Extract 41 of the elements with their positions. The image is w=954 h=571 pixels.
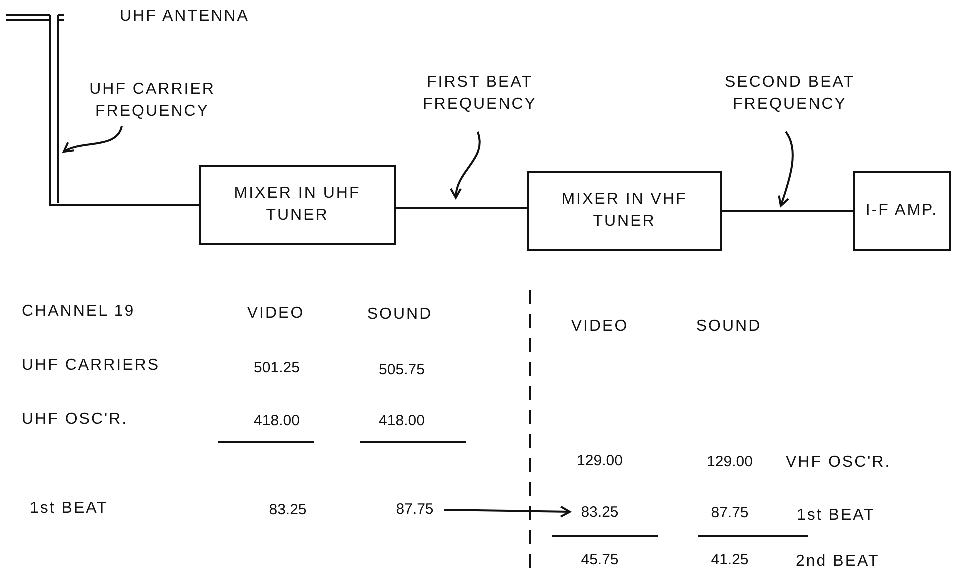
table-label: VHF OSC'R.: [786, 454, 892, 472]
table-label: 1st BEAT: [30, 500, 108, 518]
connector-line: [722, 210, 853, 212]
leader-arrow: [778, 131, 794, 207]
leader-arrow: [450, 132, 481, 199]
table-label: UHF OSC'R.: [22, 411, 128, 429]
connector-line: [49, 25, 200, 206]
table-value: 87.75: [390, 499, 440, 521]
table-label: VIDEO: [571, 318, 629, 336]
callout-text: SECOND BEAT FREQUENCY: [705, 58, 875, 130]
block-box: [527, 171, 722, 251]
table-value: 41.25: [711, 552, 749, 568]
table-value: 87.75: [711, 504, 749, 522]
leader-arrow: [63, 126, 123, 153]
connector-line: [396, 207, 527, 209]
table-label: 2nd BEAT: [796, 553, 880, 571]
callout-text: FIRST BEAT FREQUENCY: [400, 58, 560, 130]
table-value: 45.75: [581, 552, 619, 568]
block-box: [199, 165, 396, 245]
table-label: 1st BEAT: [797, 507, 876, 525]
callout-text: UHF CARRIER FREQUENCY: [60, 78, 245, 124]
table-value: 83.25: [269, 502, 307, 518]
block-label: MIXER IN UHF TUNER: [233, 184, 362, 226]
arrow: [444, 506, 571, 518]
table-value: 129.00: [577, 452, 623, 470]
block-label: MIXER IN VHF TUNER: [560, 190, 688, 232]
antenna-drawing: [6, 12, 64, 26]
table-value: 418.00: [379, 412, 425, 430]
table-value: 418.00: [254, 412, 300, 430]
table-value: 83.25: [574, 502, 626, 524]
table-label: SOUND: [367, 306, 433, 324]
table-value: 501.25: [254, 360, 300, 376]
block-label: I-F AMP.: [866, 201, 938, 222]
block-box: [853, 171, 951, 251]
table-label: SOUND: [696, 318, 762, 336]
table-value: 505.75: [379, 362, 425, 378]
table-value: 129.00: [707, 454, 753, 470]
table-label: CHANNEL 19: [22, 303, 136, 321]
table-label: UHF CARRIERS: [22, 357, 160, 375]
table-label: VIDEO: [247, 305, 305, 323]
antenna-label: UHF ANTENNA: [120, 8, 250, 26]
